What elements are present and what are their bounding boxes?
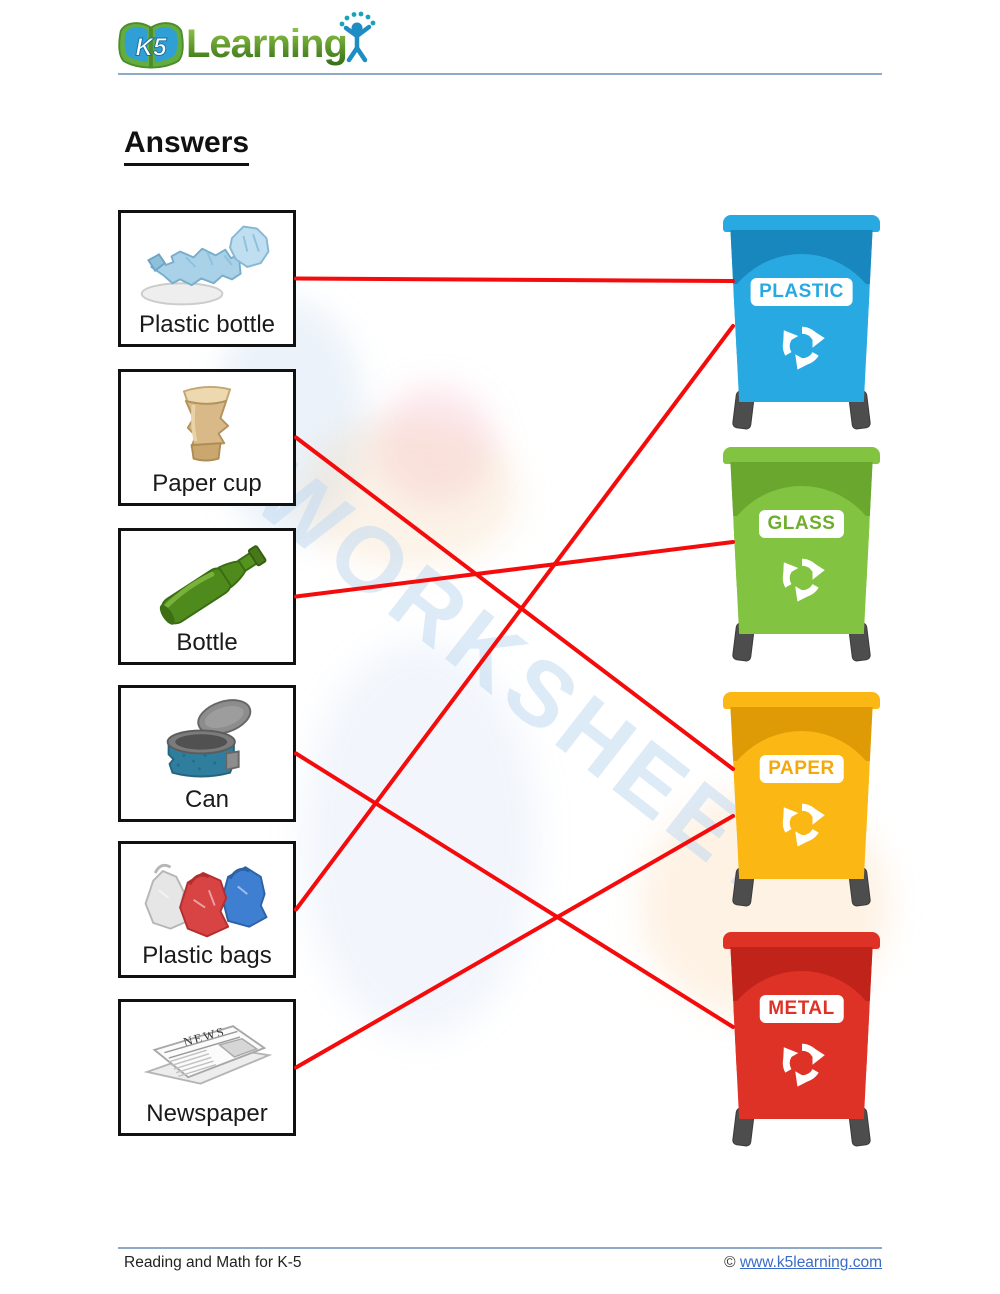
footer-tagline: Reading and Math for K-5 (124, 1254, 302, 1271)
paper-cup-illustration (182, 386, 232, 462)
bin-body: METAL (730, 947, 873, 1119)
item-label: Paper cup (152, 470, 262, 497)
recycle-icon (782, 803, 825, 847)
recycling-bin-plastic: PLASTIC (723, 215, 880, 431)
recycling-bin-metal: METAL (723, 932, 880, 1148)
bin-body: PLASTIC (730, 230, 873, 402)
recycling-bin-paper: PAPER (723, 692, 880, 908)
item-label: Plastic bottle (138, 311, 276, 338)
header-divider (118, 73, 882, 75)
recycling-bin-glass: GLASS (723, 447, 880, 663)
k5learning-link[interactable]: www.k5learning.com (739, 1254, 882, 1271)
k5-learning-logo: K5 Learning (118, 11, 376, 74)
bin-body: PAPER (730, 707, 873, 879)
bin-lid (723, 447, 880, 464)
logo-person-icon (339, 11, 376, 63)
item-card-plastic-bottle: Plastic bottle (118, 210, 296, 347)
item-card-paper-cup: Paper cup (118, 369, 296, 506)
recycle-icon (782, 558, 825, 602)
page-title: Answers (124, 126, 250, 166)
bin-label: PLASTIC (750, 278, 853, 306)
k5-book-icon: K5 (118, 22, 184, 69)
answer-line-plastic-bottle-to-plastic-bin (294, 276, 735, 283)
bin-lid (723, 932, 880, 949)
bin-label: GLASS (758, 510, 845, 538)
item-label: Newspaper (146, 1100, 268, 1127)
bin-label: METAL (759, 995, 844, 1023)
logo-wordmark: Learning (186, 21, 348, 66)
plastic-bags-illustration (144, 863, 268, 938)
item-card-plastic-bags: Plastic bags (118, 841, 296, 978)
recycle-icon (782, 1043, 825, 1087)
bin-body: GLASS (730, 462, 873, 634)
glass-bottle-illustration (159, 545, 267, 625)
bin-lid (723, 692, 880, 709)
bin-label: PAPER (759, 755, 844, 783)
recycle-icon (782, 326, 825, 370)
item-card-can: Can (118, 685, 296, 822)
bin-lid (723, 215, 880, 232)
item-label: Bottle (176, 629, 238, 656)
footer-credit: © www.k5learning.com (724, 1254, 882, 1272)
plastic-bottle-illustration (140, 225, 270, 306)
copyright-symbol: © (724, 1254, 736, 1271)
tin-can-illustration (166, 699, 252, 778)
item-card-bottle: Bottle (118, 528, 296, 665)
item-label: Can (184, 786, 230, 813)
item-card-newspaper: NEWS Newspaper (118, 999, 296, 1136)
footer-divider (118, 1247, 882, 1249)
logo-k5-text: K5 (135, 34, 167, 61)
item-label: Plastic bags (142, 942, 272, 969)
newspaper-illustration: NEWS (143, 1024, 273, 1085)
